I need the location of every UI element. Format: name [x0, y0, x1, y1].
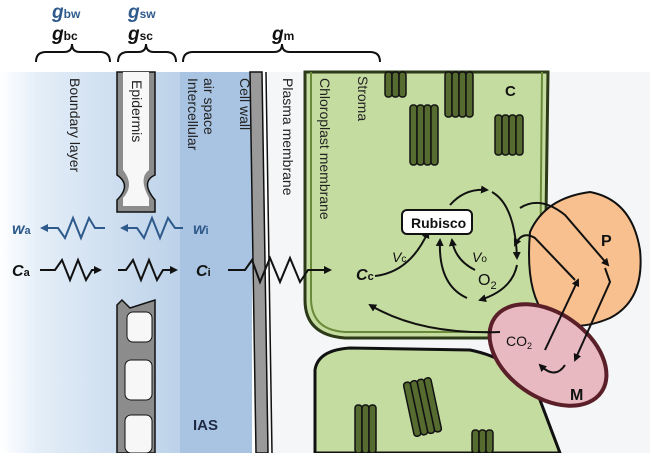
- gbc-label: gbc: [51, 24, 78, 45]
- chloroplast-label: C: [505, 83, 516, 100]
- metabolic-arrows: [368, 185, 612, 374]
- gsw-label: gsw: [127, 2, 156, 23]
- chloroplast-membrane-label: Chloroplast membrane: [317, 78, 333, 220]
- cell-wall-label: Cell wall: [237, 78, 253, 130]
- water-flux-arrows: [40, 215, 183, 241]
- cell-wall: [249, 71, 269, 453]
- wa-label: wa: [12, 221, 31, 238]
- thylakoid-stacks: [354, 71, 524, 453]
- plasma-membrane-label: Plasma membrane: [280, 78, 296, 196]
- stroma-label: Stroma: [355, 76, 371, 121]
- intercellular-label-1: Intercellular: [185, 78, 201, 151]
- intercellular-label-2: air space: [201, 78, 217, 135]
- vo-label: Vo: [472, 249, 487, 265]
- conductance-braces: [35, 43, 381, 63]
- boundary-layer-label: Boundary layer: [67, 78, 83, 173]
- vc-label: Vc: [392, 249, 406, 265]
- cc-label: Cc: [356, 267, 374, 284]
- intercellular-air-space: [180, 72, 252, 453]
- rubisco-box: [401, 209, 473, 235]
- ias-label: IAS: [193, 417, 218, 434]
- ca-label: Ca: [12, 263, 31, 280]
- gm-label: gm: [271, 24, 294, 45]
- mitochondrion-label: M: [570, 387, 583, 404]
- mitochondrion: [487, 302, 609, 408]
- peroxisome-label: P: [601, 233, 612, 250]
- wi-label: wi: [193, 221, 209, 238]
- gsc-label: gsc: [127, 24, 153, 45]
- ci-label: Ci: [196, 263, 211, 280]
- epidermis-cells: [116, 71, 156, 453]
- co2-flux-arrows: [40, 255, 332, 285]
- o2-label: O2: [478, 272, 497, 292]
- co2-label: CO2: [506, 333, 532, 351]
- epidermis-label: Epidermis: [129, 80, 145, 142]
- gbw-label: gbw: [51, 2, 81, 23]
- rubisco-label: Rubisco: [411, 215, 466, 231]
